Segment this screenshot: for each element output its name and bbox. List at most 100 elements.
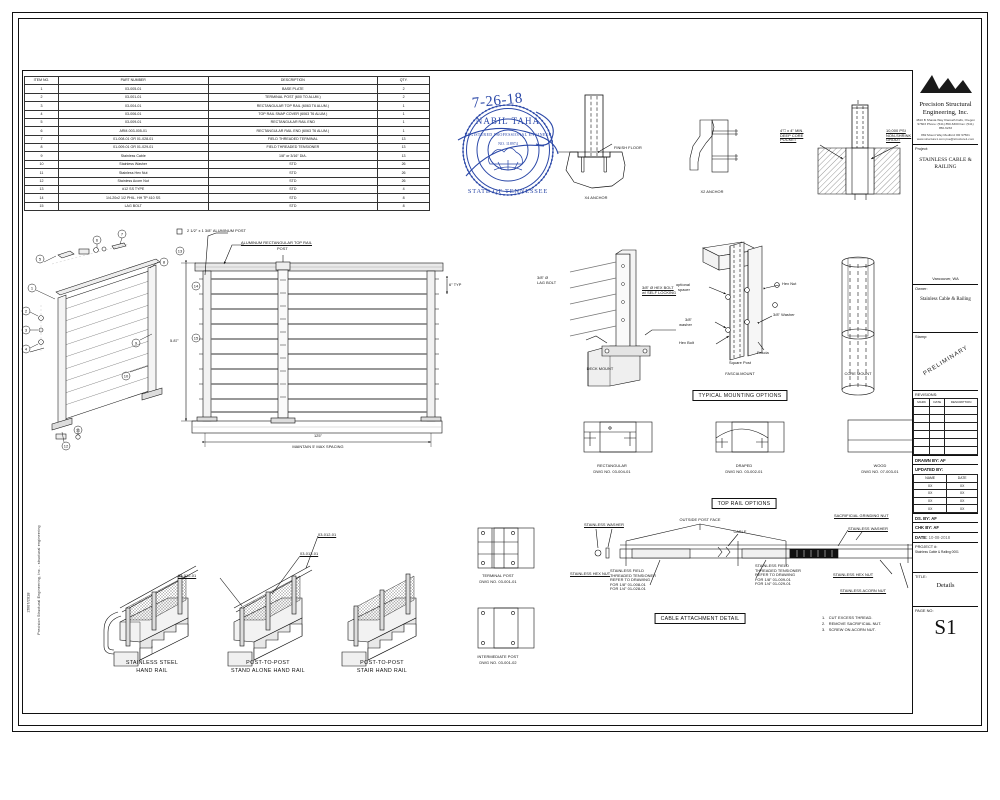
revision-cell[interactable] xyxy=(912,445,931,455)
dwg-intermediate-post: DWG NO. 03-001-02 xyxy=(479,660,517,665)
updated-cell[interactable]: XX xyxy=(912,496,948,506)
updated-cell[interactable]: XX xyxy=(912,481,948,491)
label-washer-right: 3/8" Washer xyxy=(773,312,795,317)
revision-cell[interactable] xyxy=(929,421,946,431)
stamp-line-top: REGISTERED PROFESSIONAL ENGINEER xyxy=(464,132,551,137)
revision-cell[interactable] xyxy=(944,445,978,455)
cell-item-no: 11 xyxy=(24,168,59,178)
revision-cell[interactable] xyxy=(929,405,946,415)
title-block: Precision Structural Engineering, Inc. 4… xyxy=(912,70,978,714)
updated-cell[interactable]: XX xyxy=(946,489,978,498)
project-num-value: Stainless Cable & Railing 0001 xyxy=(915,550,959,555)
label-core-pocket: 4"□ x 4" MIN. DEEP CORE POCKET xyxy=(780,128,804,143)
page-cell: PAGE NO: S1 xyxy=(913,607,978,659)
label-x2-anchor: X2 ANCHOR xyxy=(700,189,724,194)
label-washer-left: 3/8" washer xyxy=(679,317,692,327)
revision-cell[interactable] xyxy=(912,405,931,415)
cell-description: STD xyxy=(207,201,379,212)
label-sacrificial-grinding-nut: SACRIFICIAL GRINDING NUT xyxy=(834,513,889,518)
project-cell: Project: STAINLESS CABLE & RAILING Vanco… xyxy=(913,145,978,285)
cell-qty: 13 xyxy=(377,151,430,161)
revision-cell[interactable] xyxy=(944,429,978,439)
sheet-border-outer xyxy=(12,12,988,732)
dwg-rail-rectangular: DWG NO. 03-004-01 xyxy=(593,469,631,474)
sheet-edge-note: Precision Structural Engineering, Inc. -… xyxy=(37,525,41,635)
tag-handrail-a: 03-012-01 xyxy=(318,532,337,537)
revision-cell[interactable] xyxy=(912,421,931,431)
revision-cell[interactable] xyxy=(944,413,978,423)
updated-cell[interactable]: XX xyxy=(946,496,978,506)
label-stainless-hex-nut-left: STAINLESS HEX NUT xyxy=(570,571,611,576)
project-name: STAINLESS CABLE & RAILING xyxy=(919,157,972,170)
revision-row[interactable] xyxy=(912,429,978,439)
caption-handrail-1-line2: HAND RAIL xyxy=(136,668,168,674)
caption-handrail-2-line2: STAND ALONE HAND RAIL xyxy=(231,668,305,674)
cell-qty: 1 xyxy=(377,109,430,119)
caption-terminal-post: TERMINAL POST xyxy=(482,573,514,578)
cell-part-number: 03-005-01 xyxy=(57,84,209,94)
revisions-cell: REVISIONS: MARK DATE DESCRIPTION xyxy=(912,391,978,456)
label-square-post: Square Post xyxy=(729,360,751,365)
label-aluminum-top-rail: ALUMINUM RECTANGULAR TOP RAIL xyxy=(241,240,312,245)
firm-address-2: 882 Mount Way Medford OR 97501 www.struc… xyxy=(916,132,975,141)
revision-row[interactable] xyxy=(912,413,978,423)
revision-row[interactable] xyxy=(912,437,978,447)
revision-row[interactable] xyxy=(912,421,978,431)
label-lag-bolt: 3/8" Ø LAG BOLT xyxy=(537,275,557,285)
cell-part-number: 01-009-01 OR 01-029-01 xyxy=(57,142,209,153)
revision-cell[interactable] xyxy=(912,413,931,423)
cell-qty: 13 xyxy=(377,142,430,153)
caption-handrail-1-line1: STAINLESS STEEL xyxy=(125,660,179,666)
stamp-cell: Stamp: PRELIMINARY xyxy=(913,333,978,391)
tag-handrail-b: 03-012-01 xyxy=(300,551,319,556)
cell-description: STD xyxy=(207,193,379,203)
label-grout: 10,000 PSI NON-SHRINK GROUT xyxy=(886,128,912,143)
revision-row[interactable] xyxy=(912,445,978,455)
cell-item-no: 10 xyxy=(24,159,59,170)
updated-cell[interactable]: XX xyxy=(946,504,978,513)
revision-cell[interactable] xyxy=(944,437,978,447)
tag-handrail-c: 03-012-01 xyxy=(178,573,197,578)
cell-qty: 8 xyxy=(377,201,430,212)
label-stainless-hex-nut-right: STAINLESS HEX NUT xyxy=(833,572,874,577)
chk-by-value: AF xyxy=(933,525,939,531)
cell-qty: 4 xyxy=(377,184,430,195)
dwg-rail-wood: DWG NO. 07-003-01 xyxy=(861,469,899,474)
cell-part-number: Stainless Acorn Nut xyxy=(57,176,209,186)
project-location: Vancouver, WA xyxy=(932,275,959,281)
revision-row[interactable] xyxy=(912,405,978,415)
revision-cell[interactable] xyxy=(944,405,978,415)
label-stainless-acorn-nut: STAINLESS ACORN NUT xyxy=(840,588,887,593)
cell-description: STD xyxy=(207,168,379,178)
page-value: S1 xyxy=(934,615,957,640)
revision-cell[interactable] xyxy=(912,429,931,439)
updated-cell[interactable]: XX xyxy=(912,504,948,513)
preliminary-watermark: PRELIMINARY xyxy=(922,345,969,378)
revision-cell[interactable] xyxy=(929,413,946,423)
updated-cell[interactable]: XX xyxy=(912,489,948,498)
revision-cell[interactable] xyxy=(929,445,946,455)
updated-cell[interactable]: XX xyxy=(946,481,978,491)
cell-description: FIELD THREADED TENSIONER xyxy=(207,142,379,153)
revision-cell[interactable] xyxy=(929,429,946,439)
revision-cell[interactable] xyxy=(929,437,946,447)
label-finish-floor: FINISH FLOOR xyxy=(614,145,642,150)
cell-description: RECTANGULAR TOP RAIL (6063 T6 ALUM.) xyxy=(207,101,379,111)
caption-handrail-3-line2: STAIR HAND RAIL xyxy=(356,668,408,674)
revision-cell[interactable] xyxy=(912,437,931,447)
drawn-by-cell: DRAWN BY: AF xyxy=(913,456,978,466)
firm-address-1: 4810 B Shasta Way Klamath Falls, Oregon … xyxy=(916,118,975,130)
cell-part-number: 03-001-01 xyxy=(57,92,209,103)
cell-item-no: 7 xyxy=(24,134,59,145)
revision-cell[interactable] xyxy=(944,421,978,431)
